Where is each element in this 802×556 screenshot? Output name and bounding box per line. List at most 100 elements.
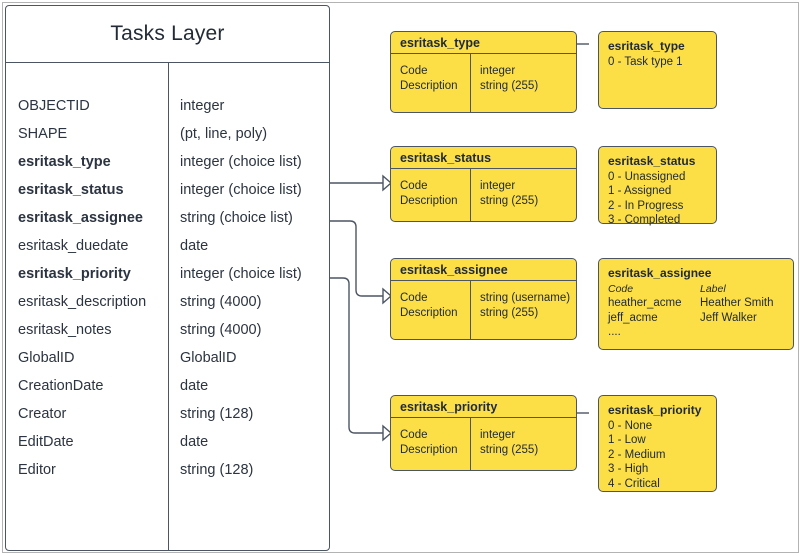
domain-type-code: integer — [480, 180, 516, 192]
domain-table-types: integer string (255) — [471, 418, 576, 470]
table-row: EditDate date — [6, 428, 329, 456]
field-name: esritask_priority — [18, 266, 131, 282]
domain-table-title: esritask_assignee — [391, 259, 576, 281]
domain-field-code: Code — [400, 429, 428, 441]
field-name: OBJECTID — [18, 98, 90, 114]
assignee-header-code: Code — [608, 282, 634, 295]
domain-type-description: string (255) — [480, 307, 539, 319]
domain-table-title: esritask_type — [391, 32, 576, 54]
field-type: integer (choice list) — [180, 154, 302, 170]
arrowhead-status — [382, 174, 393, 192]
value-list-item: 3 - High — [608, 463, 649, 475]
value-list-title: esritask_type — [608, 39, 685, 53]
value-list-esritask-status: esritask_status 0 - Unassigned 1 - Assig… — [598, 146, 717, 226]
value-list-item: 1 - Low — [608, 434, 646, 446]
domain-table-fields: Code Description — [391, 54, 471, 112]
domain-table-types: integer string (255) — [471, 169, 576, 221]
connector-priority — [330, 277, 383, 434]
value-list-item: 4 - Critical — [608, 477, 660, 490]
domain-field-description: Description — [400, 80, 458, 92]
domain-type-code: integer — [480, 65, 516, 77]
field-name: Editor — [18, 462, 56, 478]
domain-table-types: string (username) string (255) — [471, 281, 576, 339]
table-row: SHAPE (pt, line, poly) — [6, 120, 329, 148]
value-list-title: esritask_assignee — [608, 266, 712, 280]
field-name: EditDate — [18, 434, 74, 450]
value-list-title: esritask_status — [608, 154, 696, 168]
value-list-item: 0 - Unassigned — [608, 170, 686, 183]
domain-field-code: Code — [400, 180, 428, 192]
field-name: CreationDate — [18, 378, 104, 394]
field-type: integer (choice list) — [180, 182, 302, 198]
domain-table-body: Code Description integer string (255) — [391, 54, 576, 112]
field-type: string (4000) — [180, 322, 262, 338]
value-list-item: 2 - In Progress — [608, 199, 684, 212]
field-type: integer (choice list) — [180, 266, 302, 282]
domain-table-fields: Code Description — [391, 169, 471, 221]
connector-assignee — [330, 220, 383, 297]
field-name: esritask_type — [18, 154, 111, 170]
table-row: esritask_notes string (4000) — [6, 316, 329, 344]
arrowhead-priority — [382, 424, 393, 442]
assignee-table: Code Label heather_acme Heather Smith je… — [608, 282, 784, 326]
arrowhead-assignee — [382, 287, 393, 305]
field-type: string (128) — [180, 406, 254, 422]
domain-type-description: string (255) — [480, 444, 539, 456]
value-list-title: esritask_priority — [608, 403, 702, 417]
domain-table-body: Code Description integer string (255) — [391, 418, 576, 470]
value-list-item: 0 - Task type 1 — [608, 55, 683, 68]
page-title: Tasks Layer — [110, 22, 225, 45]
domain-table-fields: Code Description — [391, 281, 471, 339]
field-type: date — [180, 238, 209, 254]
table-row: esritask_duedate date — [6, 232, 329, 260]
domain-field-code: Code — [400, 292, 428, 304]
domain-type-code: integer — [480, 429, 516, 441]
assignee-ellipsis: .... — [608, 326, 621, 338]
domain-type-description: string (255) — [480, 195, 539, 207]
domain-field-description: Description — [400, 444, 458, 456]
column-divider — [168, 62, 169, 550]
field-type: date — [180, 378, 209, 394]
domain-table-esritask-priority: esritask_priority Code Description integ… — [390, 395, 577, 471]
field-type: (pt, line, poly) — [180, 126, 268, 142]
domain-field-code: Code — [400, 65, 428, 77]
title-divider — [6, 62, 329, 63]
value-list-item: 0 - None — [608, 419, 653, 432]
field-type: string (choice list) — [180, 210, 293, 226]
field-type: string (128) — [180, 462, 254, 478]
domain-field-description: Description — [400, 307, 458, 319]
value-list-esritask-priority: esritask_priority 0 - None 1 - Low 2 - M… — [598, 395, 717, 492]
assignee-label: Heather Smith — [700, 297, 774, 309]
field-name: esritask_notes — [18, 322, 112, 338]
field-type: string (4000) — [180, 294, 262, 310]
field-type: GlobalID — [180, 350, 237, 366]
table-row: esritask_type integer (choice list) — [6, 148, 329, 176]
domain-table-fields: Code Description — [391, 418, 471, 470]
field-name: SHAPE — [18, 126, 68, 142]
domain-table-title: esritask_priority — [391, 396, 576, 418]
field-name: esritask_duedate — [18, 238, 129, 254]
domain-table-esritask-assignee: esritask_assignee Code Description strin… — [390, 258, 577, 340]
domain-type-description: string (255) — [480, 80, 539, 92]
field-type: date — [180, 434, 209, 450]
domain-type-code: string (username) — [480, 292, 571, 304]
value-list-item: 1 - Assigned — [608, 185, 672, 197]
table-row: CreationDate date — [6, 372, 329, 400]
value-list-esritask-type: esritask_type 0 - Task type 1 — [598, 31, 717, 109]
domain-table-body: Code Description string (username) strin… — [391, 281, 576, 339]
domain-table-esritask-type: esritask_type Code Description integer s… — [390, 31, 577, 113]
assignee-header-label: Label — [700, 282, 726, 295]
domain-table-body: Code Description integer string (255) — [391, 169, 576, 221]
assignee-code: jeff_acme — [608, 311, 658, 324]
table-row: Editor string (128) — [6, 456, 329, 484]
